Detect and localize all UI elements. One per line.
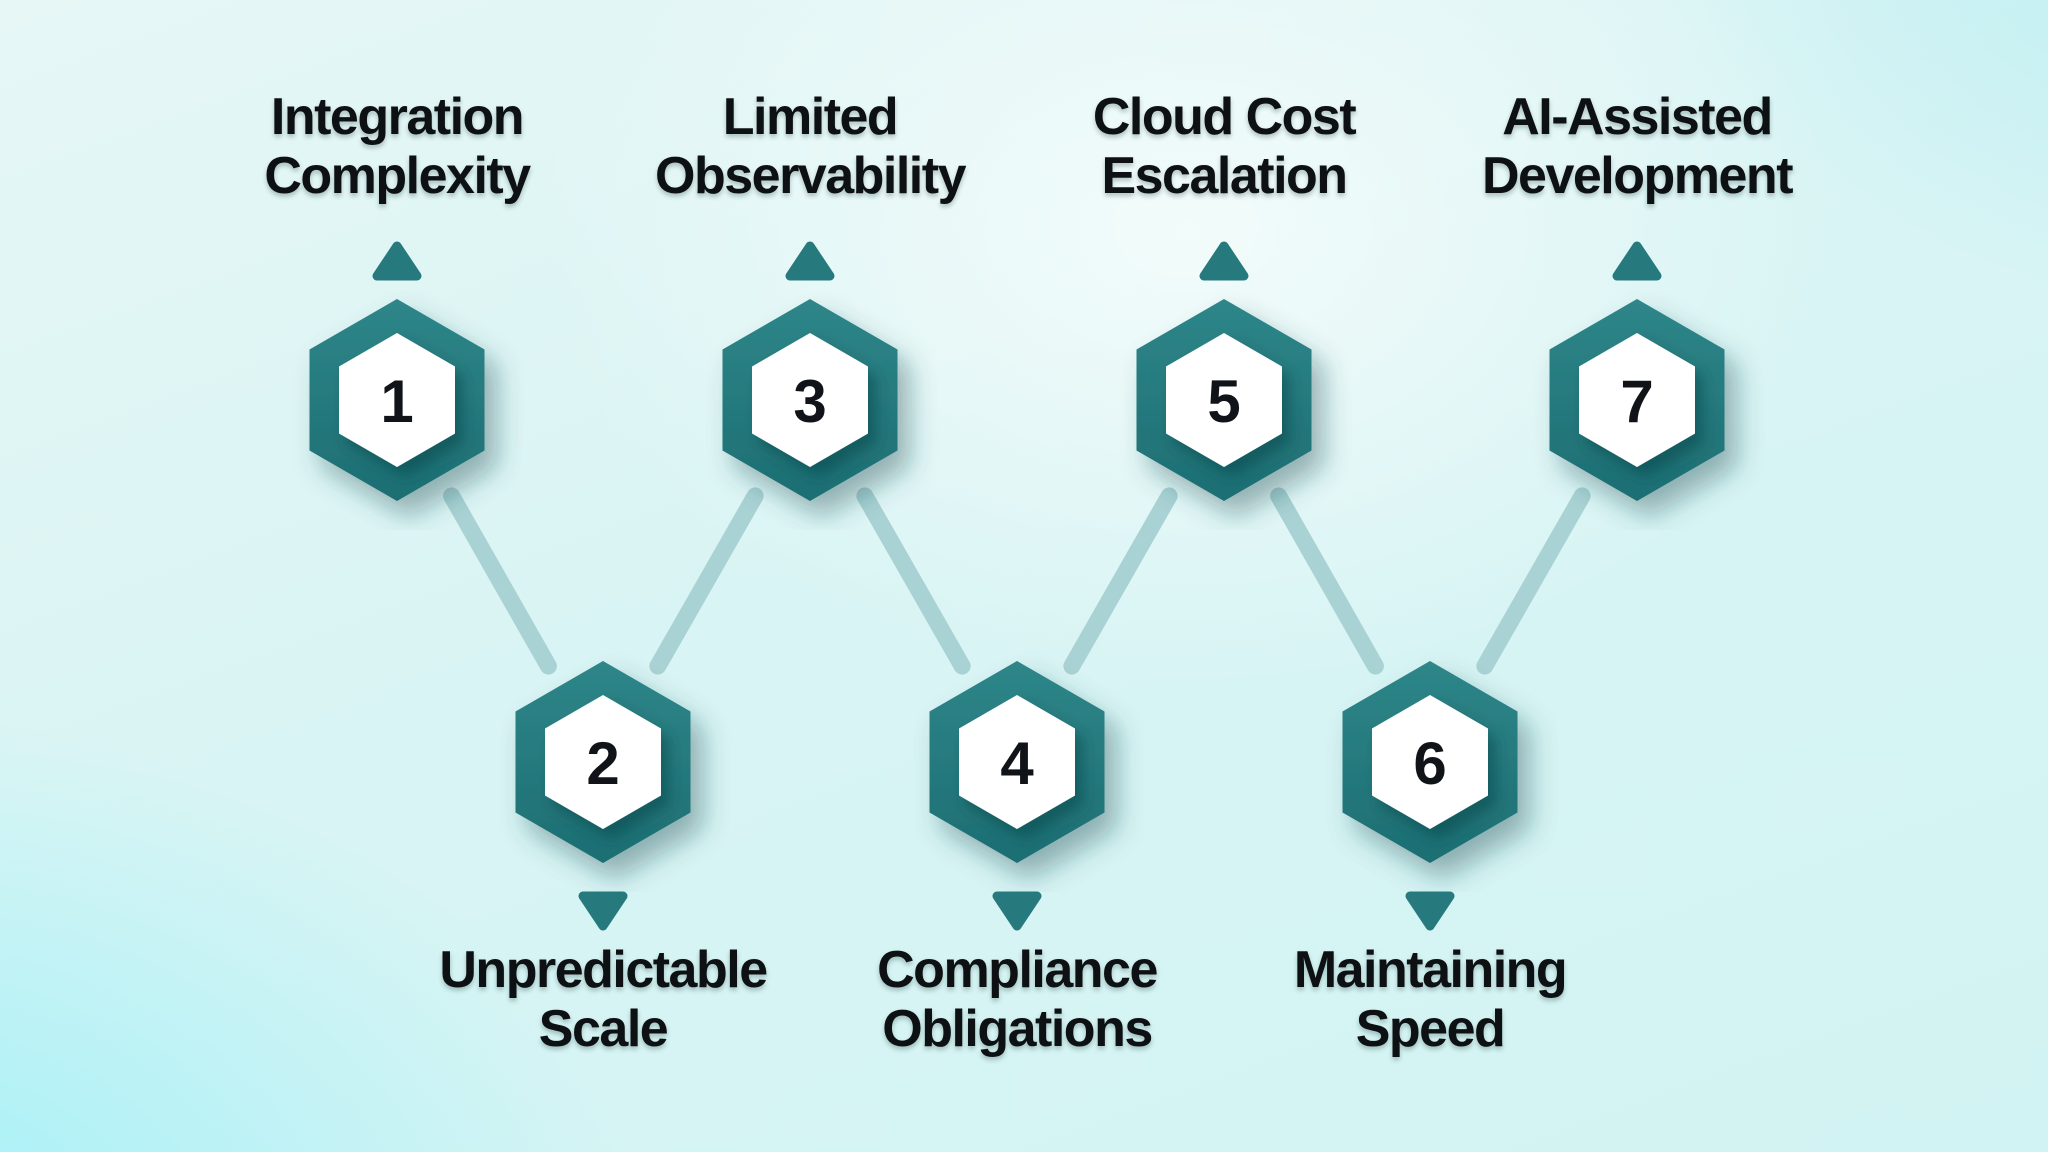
step-hexagon-4: 4 (887, 632, 1147, 892)
hexagon-inner (1166, 333, 1282, 467)
step-label-line: Development (1481, 147, 1794, 205)
triangle-down-icon (1405, 891, 1455, 931)
step-number: 5 (1207, 367, 1241, 435)
step-label-line: Integration (270, 88, 525, 146)
hexagon-inner (339, 333, 455, 467)
triangle-up-icon (372, 241, 422, 281)
triangle-shape (1405, 891, 1455, 931)
hexagon-icon (1549, 299, 1725, 501)
hexagon-inner (752, 333, 868, 467)
hexagon-icon (1342, 661, 1518, 863)
step-label-line: Maintaining (1293, 941, 1568, 999)
triangle-shape (1612, 241, 1662, 281)
hexagon-icon (722, 299, 898, 501)
triangle-shape (372, 241, 422, 281)
triangle-shape (992, 891, 1042, 931)
step-number: 6 (1413, 729, 1447, 797)
step-hexagon-2: 2 (473, 632, 733, 892)
step-hexagon-5: 5 (1094, 270, 1354, 530)
hexagon-inner (1579, 333, 1695, 467)
triangle-down-icon (578, 891, 628, 931)
triangle-up-icon (785, 241, 835, 281)
triangle-shape (1199, 241, 1249, 281)
step-number: 3 (793, 367, 827, 435)
connector-line (1063, 487, 1178, 675)
hexagon-icon (929, 661, 1105, 863)
step-number: 1 (380, 367, 414, 435)
step-label-line: Compliance (877, 941, 1158, 999)
connector-line (1270, 487, 1384, 675)
hexagon-inner (1372, 695, 1488, 829)
connector-line (856, 487, 971, 675)
step-label-line: Observability (655, 147, 966, 205)
hexagon-inner (959, 695, 1075, 829)
hexagon-icon (309, 299, 485, 501)
hexagon-icon (515, 661, 691, 863)
step-number: 4 (1000, 729, 1034, 797)
connector-line (1476, 487, 1591, 675)
step-label-line: Speed (1355, 1000, 1506, 1058)
step-hexagon-7: 7 (1507, 270, 1767, 530)
triangle-shape (578, 891, 628, 931)
triangle-up-icon (1199, 241, 1249, 281)
step-label-line: Limited (722, 88, 899, 146)
step-label-line: Escalation (1101, 147, 1348, 205)
step-label-line: Cloud Cost (1092, 88, 1357, 146)
triangle-down-icon (992, 891, 1042, 931)
hexagon-inner (545, 695, 661, 829)
step-label-line: AI-Assisted (1502, 88, 1773, 146)
step-label-line: Obligations (882, 1000, 1153, 1058)
triangle-up-icon (1612, 241, 1662, 281)
step-number: 7 (1620, 367, 1654, 435)
step-label-line: Complexity (264, 147, 531, 205)
step-number: 2 (586, 729, 620, 797)
hexagon-icon (1136, 299, 1312, 501)
step-hexagon-6: 6 (1300, 632, 1560, 892)
step-hexagon-1: 1 (267, 270, 527, 530)
connector-line (649, 487, 764, 675)
step-label-line: Unpredictable (439, 941, 768, 999)
step-hexagon-3: 3 (680, 270, 940, 530)
triangle-shape (785, 241, 835, 281)
step-label-line: Scale (538, 1000, 669, 1058)
connector-line (443, 487, 557, 675)
